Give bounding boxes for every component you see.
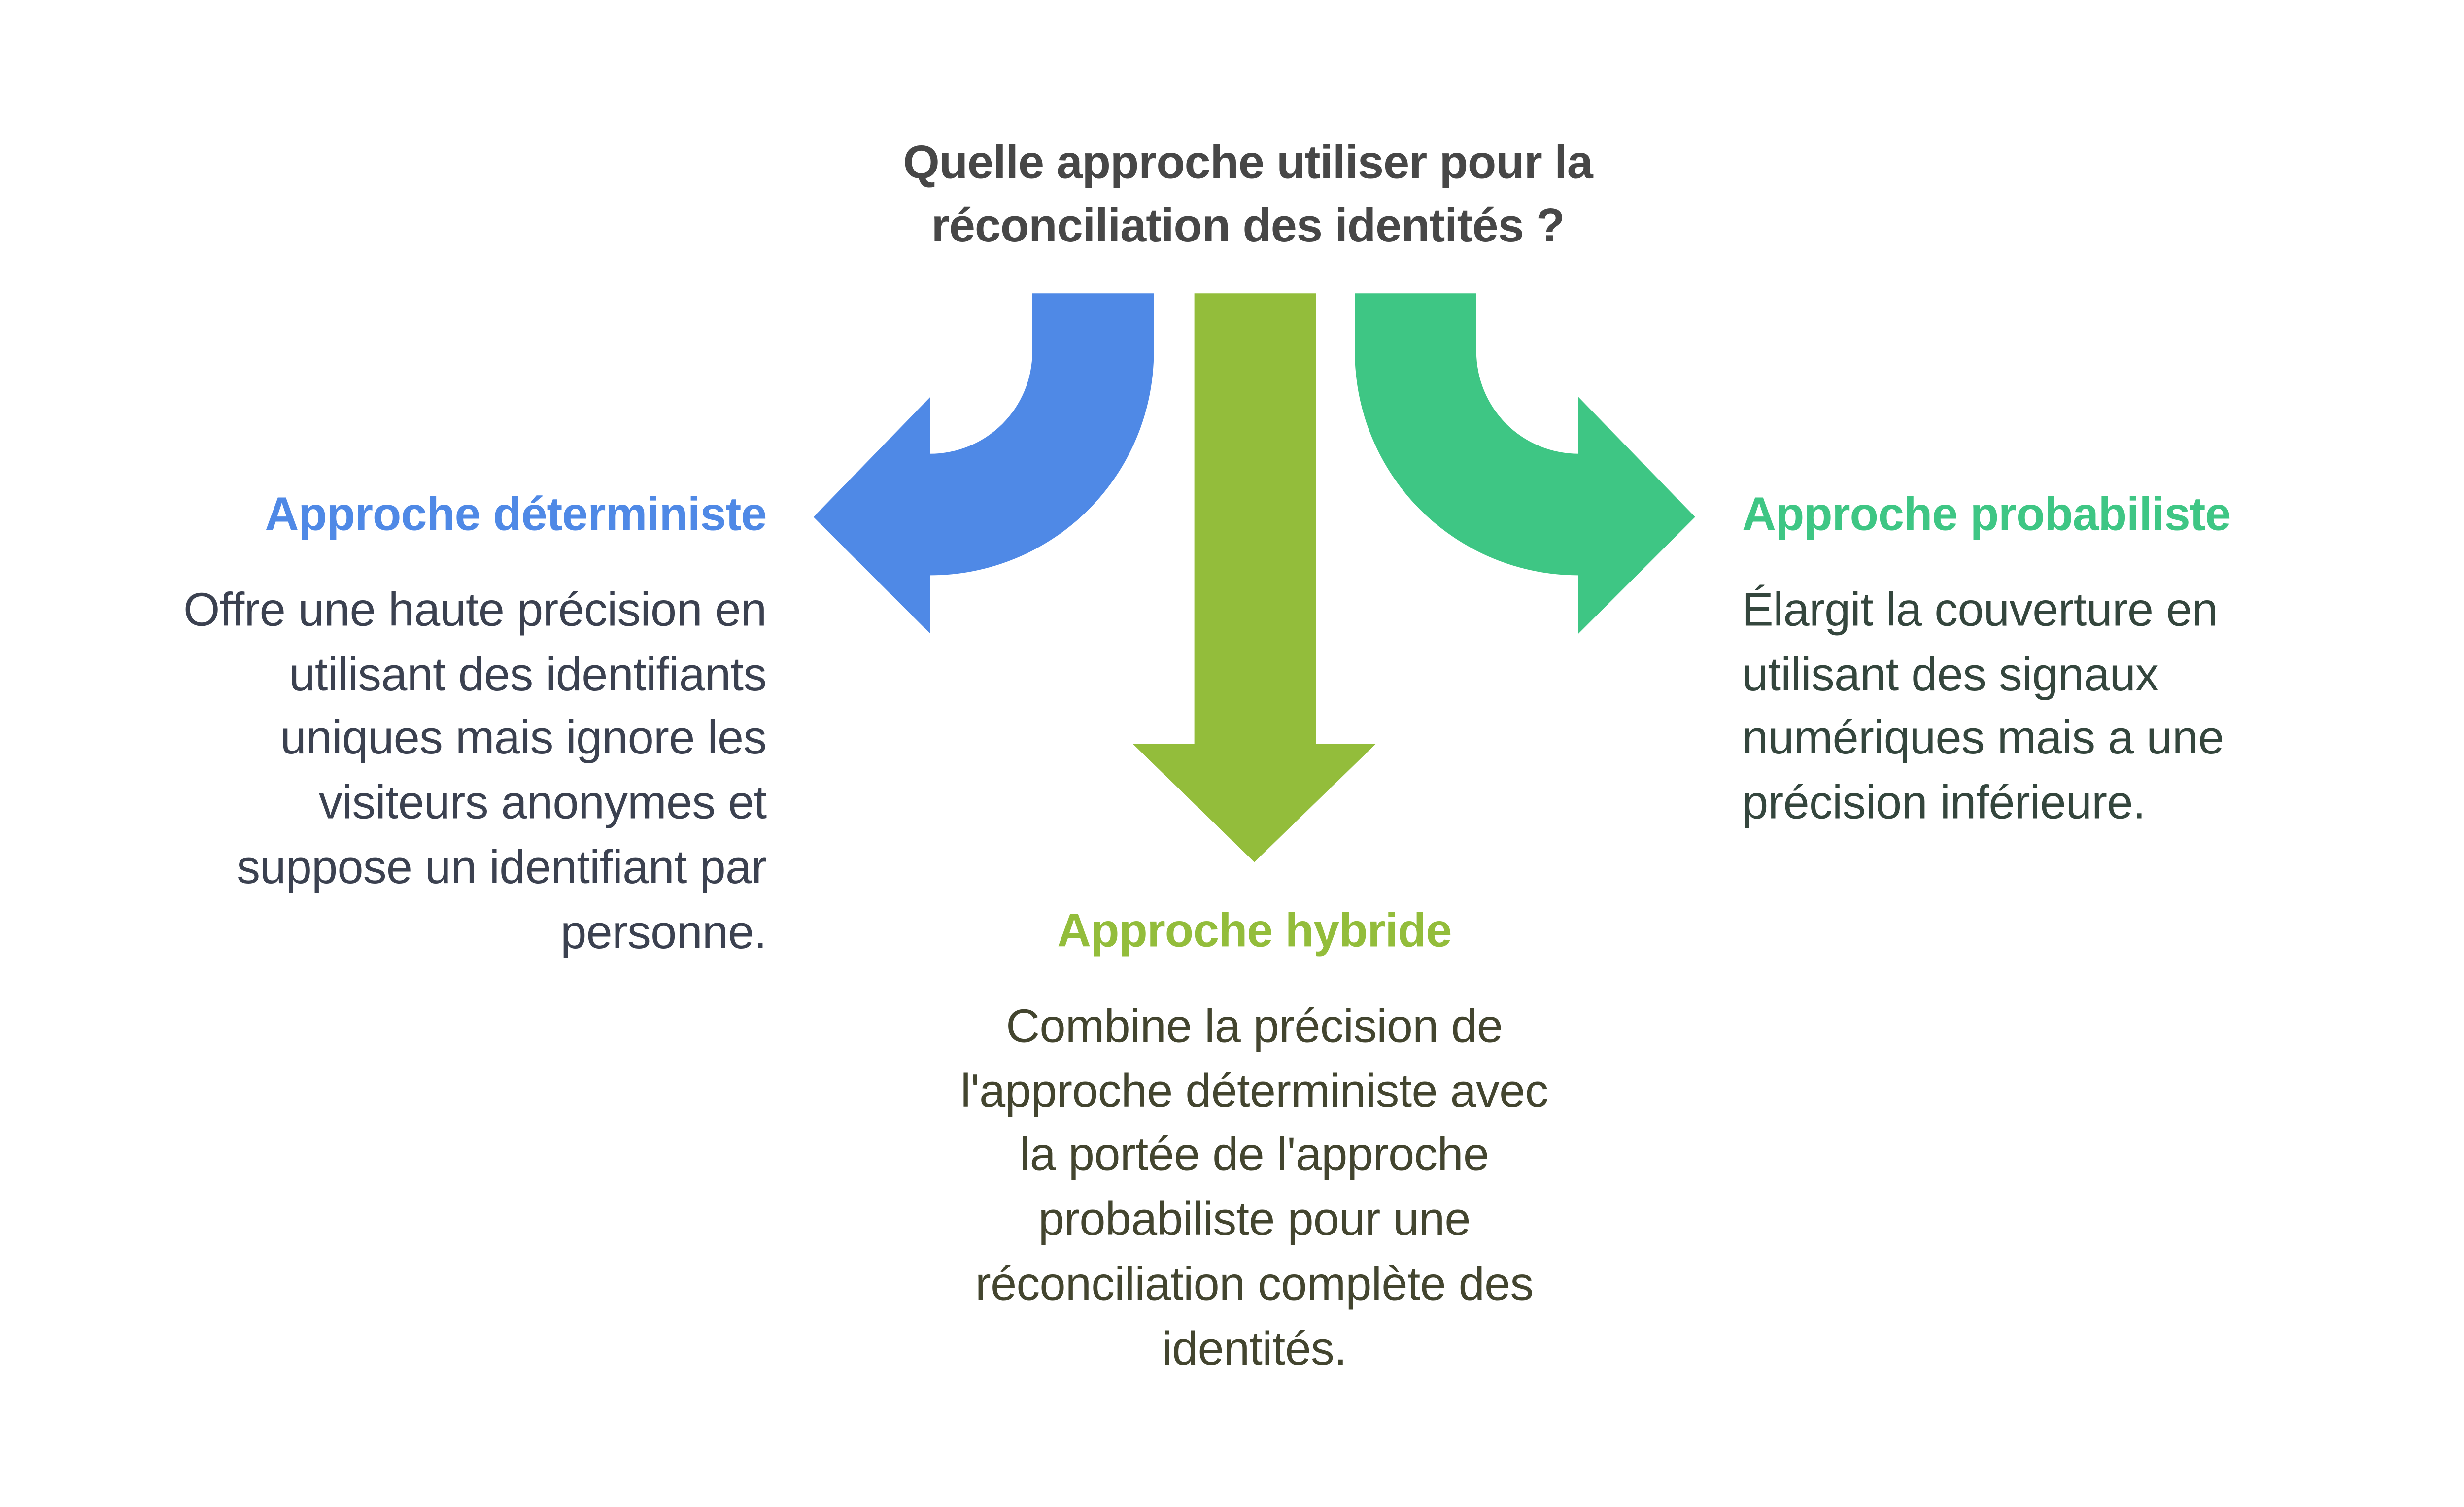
description-line: Offre une haute précision en xyxy=(183,585,767,637)
description-line: précision inférieure. xyxy=(1742,778,2146,830)
description-line: l'approche déterministe avec xyxy=(960,1065,1548,1118)
description-line: suppose un identifiant par xyxy=(237,842,767,894)
deterministic-heading: Approche déterministe xyxy=(265,489,767,542)
description-line: probabiliste pour une xyxy=(1038,1194,1471,1247)
arrow-down-icon xyxy=(1132,293,1376,862)
description-line: Élargit la couverture en xyxy=(1742,585,2218,637)
arrow-left-curved-icon xyxy=(813,293,1154,634)
description-line: utilisant des identifiants xyxy=(289,649,767,701)
probabilistic-description: Élargit la couverture en utilisant des s… xyxy=(1742,580,2224,837)
hybrid-heading: Approche hybride xyxy=(1057,906,1452,958)
probabilistic-heading: Approche probabiliste xyxy=(1742,489,2231,542)
description-line: utilisant des signaux xyxy=(1742,649,2159,701)
description-line: la portée de l'approche xyxy=(1020,1130,1489,1182)
description-line: Combine la précision de xyxy=(1006,1001,1503,1054)
arrow-right-curved-icon xyxy=(1355,293,1695,634)
title-line: réconciliation des identités ? xyxy=(931,201,1565,253)
description-line: identités. xyxy=(1162,1323,1347,1375)
description-line: personne. xyxy=(560,906,767,959)
description-line: réconciliation complète des xyxy=(975,1259,1534,1311)
title-line: Quelle approche utiliser pour la xyxy=(903,137,1593,190)
description-line: visiteurs anonymes et xyxy=(318,778,767,830)
description-line: numériques mais a une xyxy=(1742,714,2224,766)
diagram-title: Quelle approche utiliser pour la réconci… xyxy=(762,133,1734,260)
description-line: uniques mais ignore les xyxy=(280,714,767,766)
deterministic-description: Offre une haute précision en utilisant d… xyxy=(183,580,767,966)
hybrid-description: Combine la précision de l'approche déter… xyxy=(768,996,1741,1382)
